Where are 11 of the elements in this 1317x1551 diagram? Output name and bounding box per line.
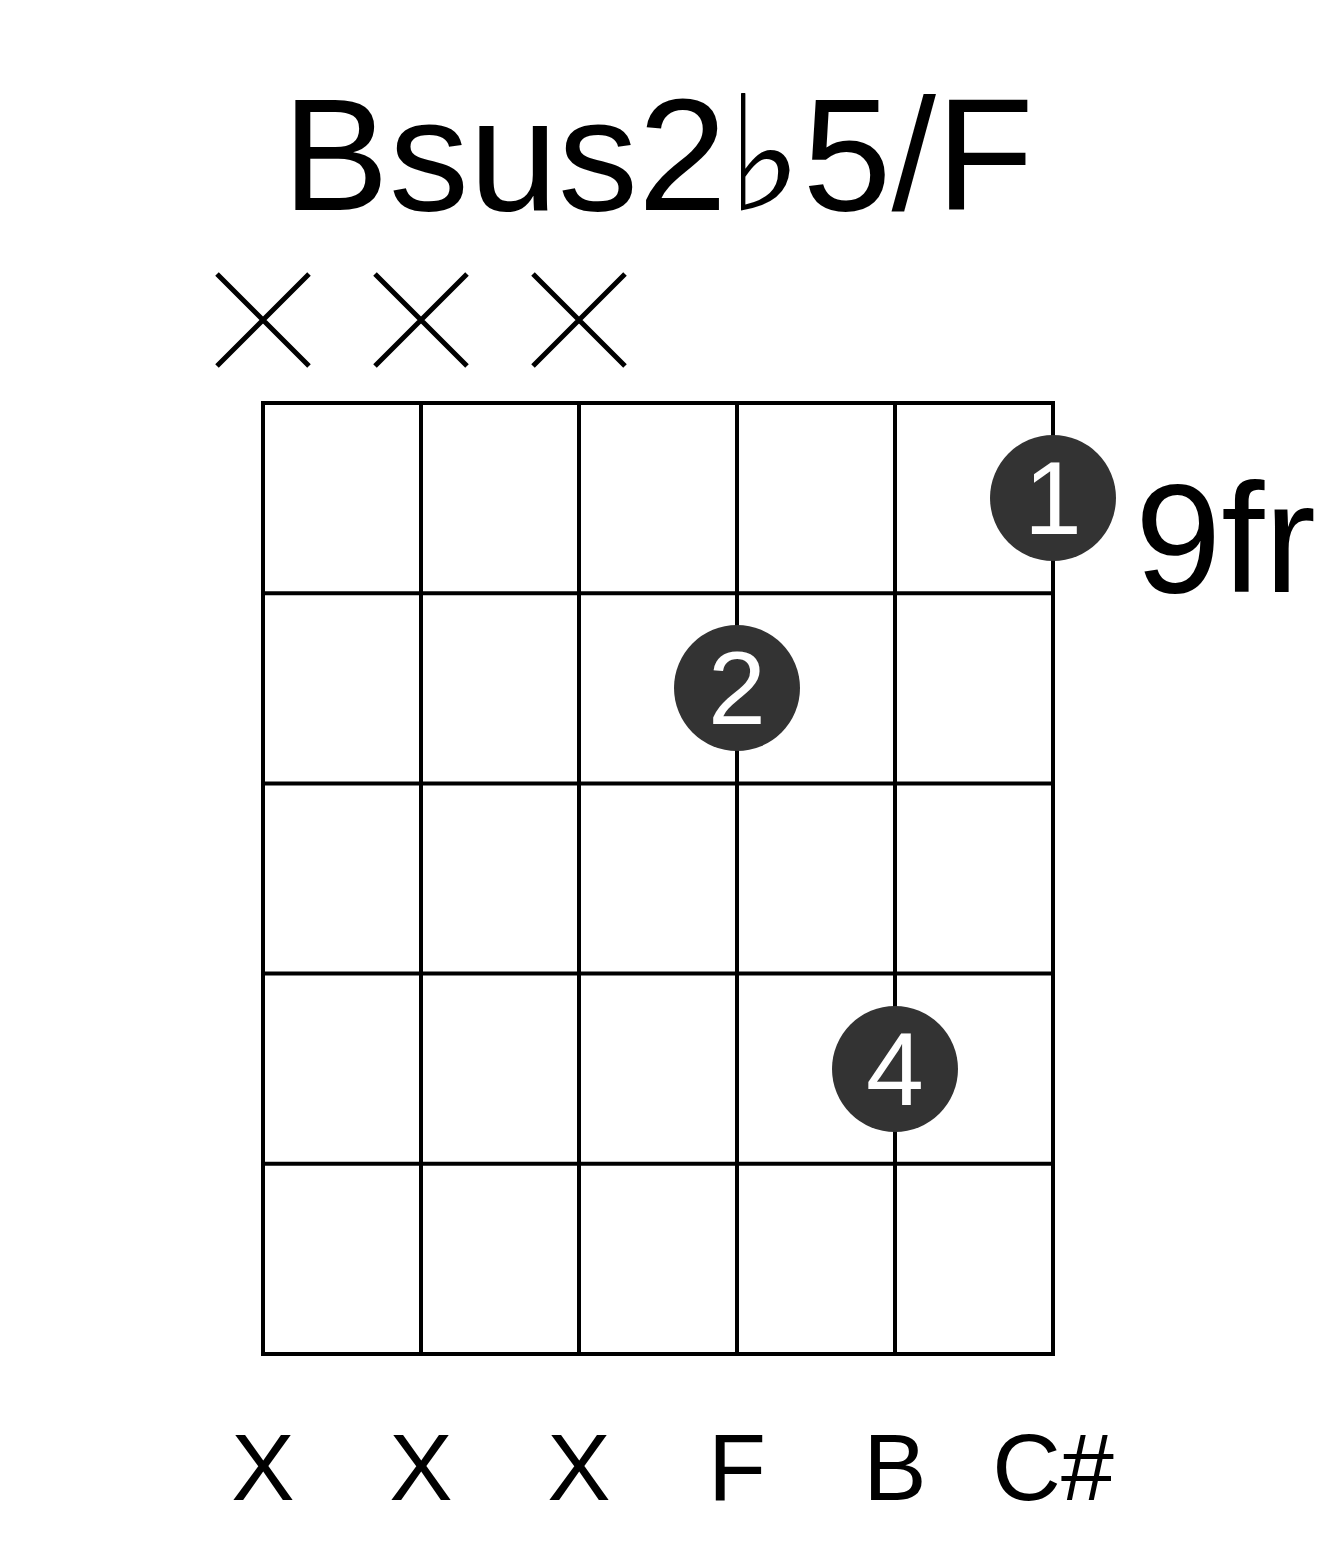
string-note-label: X (231, 1420, 295, 1515)
fret-position-label: 9fr (1135, 461, 1316, 616)
finger-number-dot: 2 (674, 625, 800, 752)
string-note-label: X (389, 1420, 453, 1515)
finger-number-dot: 4 (832, 1005, 958, 1132)
string-note-label: X (547, 1420, 611, 1515)
chord-title: Bsus2♭5/F (282, 75, 1034, 235)
finger-number-dot: 1 (990, 435, 1116, 562)
string-note-label: B (863, 1420, 927, 1515)
string-note-label: C# (992, 1420, 1114, 1515)
string-note-label: F (708, 1420, 766, 1515)
